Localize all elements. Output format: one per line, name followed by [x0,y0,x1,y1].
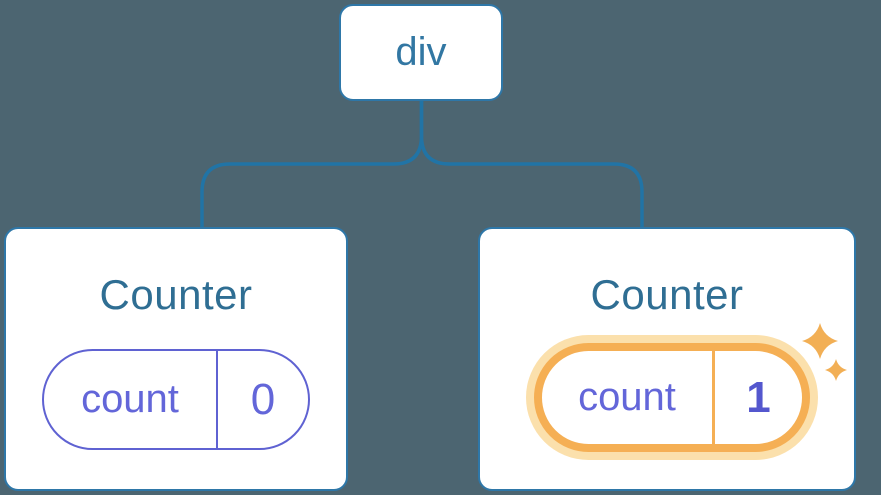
pill-divider [712,351,715,444]
pill-divider [216,351,218,448]
state-value: 1 [746,372,771,422]
state-pill-highlighted: count 1 [534,343,810,452]
state-value: 0 [250,374,276,424]
connector-right-branch [419,101,644,228]
counter-card-right: Counter count 1 [478,227,856,491]
component-title: Counter [590,271,744,318]
connector-left-branch [200,101,424,228]
root-node-label: div [395,30,447,74]
sparkle-star-large [802,323,838,359]
root-node: div [339,4,503,101]
sparkles-icon [802,323,847,381]
state-key-label: count [81,377,179,421]
counter-card-left: Counter count 0 [4,227,348,491]
component-title: Counter [99,271,253,318]
state-pill: count 0 [42,349,310,450]
state-key-label: count [578,375,676,419]
sparkle-star-small [825,359,847,381]
